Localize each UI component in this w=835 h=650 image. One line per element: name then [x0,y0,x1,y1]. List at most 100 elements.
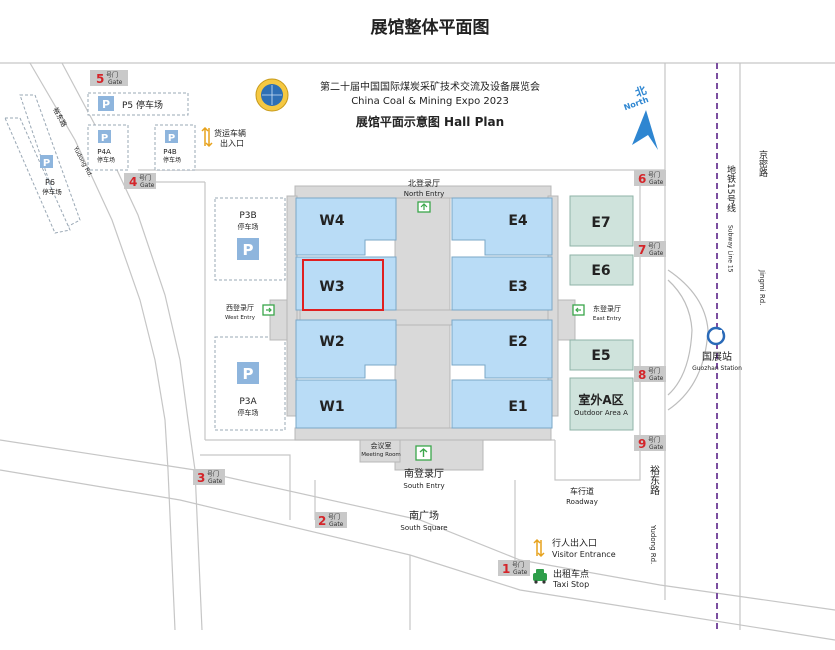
svg-text:Gate: Gate [513,569,528,576]
svg-text:号门: 号门 [648,171,660,179]
north-entry-label-en: North Entry [404,190,444,198]
station-label-en: Guozhan Station [692,365,742,372]
hall-e1[interactable] [451,379,553,429]
taxi-stop[interactable]: 出租车点 Taxi Stop [533,568,589,589]
meeting-room: 会议室 Meeting Room [361,441,401,458]
hall-e2-label: E2 [508,334,527,350]
svg-text:Gate: Gate [649,444,664,451]
expo-subtitle: 展馆平面示意图 Hall Plan [356,114,504,129]
svg-text:Gate: Gate [649,375,664,382]
east-halls: E4 E3 E2 E1 [451,197,553,429]
parking-p4b-label: 停车场 [163,156,181,164]
hall-w1[interactable] [295,379,397,429]
north-entry[interactable]: 北登录厅 North Entry [404,178,444,213]
east-entry-label-cn: 东登录厅 [593,304,621,313]
page-title: 展馆整体平面图 [371,17,490,38]
parking-p4a-code: P4A [97,148,111,156]
svg-text:Gate: Gate [140,182,155,189]
svg-text:号门: 号门 [648,367,660,375]
freight-entrance[interactable]: 货运车辆 出入口 [201,126,246,148]
hall-e6[interactable] [569,254,634,286]
freight-label-cn: 货运车辆 [214,128,246,138]
jingmi-label-cn: 京密路 [757,149,768,178]
north-entry-label-cn: 北登录厅 [408,178,440,188]
svg-text:P: P [101,133,108,144]
visitor-entrance[interactable]: 行人出入口 Visitor Entrance [533,537,616,559]
svg-text:6: 6 [638,172,646,186]
expo-title-cn: 第二十届中国国际煤炭采矿技术交流及设备展览会 [320,80,540,93]
arrow-right-icon [266,307,272,313]
hall-e5[interactable] [569,339,634,371]
gate-5[interactable]: 5 号门 Gate [90,70,128,86]
svg-text:号门: 号门 [648,436,660,444]
north-arrow-icon [632,110,658,150]
hall-w3-label: W3 [319,279,344,295]
hall-w3[interactable] [295,256,397,311]
parking-p6-code: P6 [45,178,55,187]
parking-p5-label: P5 停车场 [122,99,163,111]
yudong-label-cn: 裕东路 [648,464,660,496]
west-entry-label-en: West Entry [225,315,256,321]
parking-p4a-label: 停车场 [97,156,115,164]
gate-4[interactable]: 4 号门 Gate [124,173,156,189]
roadway-label-cn: 车行道 [570,486,594,496]
parking-p4b-code: P4B [163,148,177,156]
svg-text:Gate: Gate [649,250,664,257]
svg-text:Gate: Gate [329,521,344,528]
parking-p6-label: 停车场 [42,187,62,196]
visitor-label-cn: 行人出入口 [552,537,597,549]
parking-labels: P P5 停车场 P P4A 停车场 P P4B 停车场 P P6 停车场 P3… [40,96,259,417]
west-entry[interactable]: 西登录厅 West Entry [225,303,275,321]
west-entry-label-cn: 西登录厅 [226,303,254,312]
svg-text:P: P [102,98,110,111]
svg-text:5: 5 [96,72,104,86]
hall-e4[interactable] [451,197,553,256]
gate-8[interactable]: 8 号门 Gate [634,366,666,382]
highlight-box-w3 [302,259,384,311]
south-square-label-cn: 南广场 [409,509,439,522]
hall-e3[interactable] [451,256,553,311]
gate-6[interactable]: 6 号门 Gate [634,170,666,186]
yudong-left-label-cn: 裕东路 [51,106,69,129]
taxi-label-cn: 出租车点 [553,568,589,580]
taxi-label-en: Taxi Stop [552,580,589,589]
visitor-arrow-icon [533,538,541,556]
freight-label-cn2: 出入口 [220,138,244,148]
arrow-left-icon [575,307,581,313]
hall-e7[interactable] [569,195,634,247]
gate-7[interactable]: 7 号门 Gate [634,241,666,257]
south-entry[interactable]: 南登录厅 South Entry [403,445,445,490]
hall-w2[interactable] [295,319,397,379]
hall-w4-label: W4 [319,213,344,229]
parking-p3a-label: 停车场 [238,408,259,417]
svg-text:7: 7 [638,243,646,257]
hall-e2[interactable] [451,319,553,379]
svg-text:1: 1 [502,562,510,576]
meeting-room-label-cn: 会议室 [371,441,392,450]
west-halls: W4 W3 W2 W1 [295,197,397,429]
gate-9[interactable]: 9 号门 Gate [634,435,666,451]
guozhan-station[interactable]: 国展站 Guozhan Station [667,269,742,411]
svg-text:号门: 号门 [106,71,118,79]
svg-text:4: 4 [129,175,137,189]
hall-e7-label: E7 [591,215,610,231]
subway-label-cn: 地铁15号线 [725,164,736,213]
south-entry-label-cn: 南登录厅 [404,467,444,480]
parking-p3b-code: P3B [239,211,256,221]
taxi-icon [533,573,547,581]
svg-text:号门: 号门 [512,561,524,569]
freight-arrow-icon [201,126,209,146]
hall-w4[interactable] [295,197,397,256]
expo-title-en: China Coal & Mining Expo 2023 [351,96,509,107]
gate-1[interactable]: 1 号门 Gate [498,560,530,576]
outdoor-area-a[interactable] [569,377,634,431]
svg-text:P: P [243,241,254,259]
east-entry[interactable]: 东登录厅 East Entry [572,304,622,322]
gate-3[interactable]: 3 号门 Gate [193,469,225,485]
svg-text:8: 8 [638,368,646,382]
subway-label-en: Subway Line 15 [727,225,734,273]
hall-w2-label: W2 [319,334,344,350]
svg-text:号门: 号门 [648,242,660,250]
south-entry-label-en: South Entry [403,482,444,490]
gate-2[interactable]: 2 号门 Gate [315,512,347,528]
